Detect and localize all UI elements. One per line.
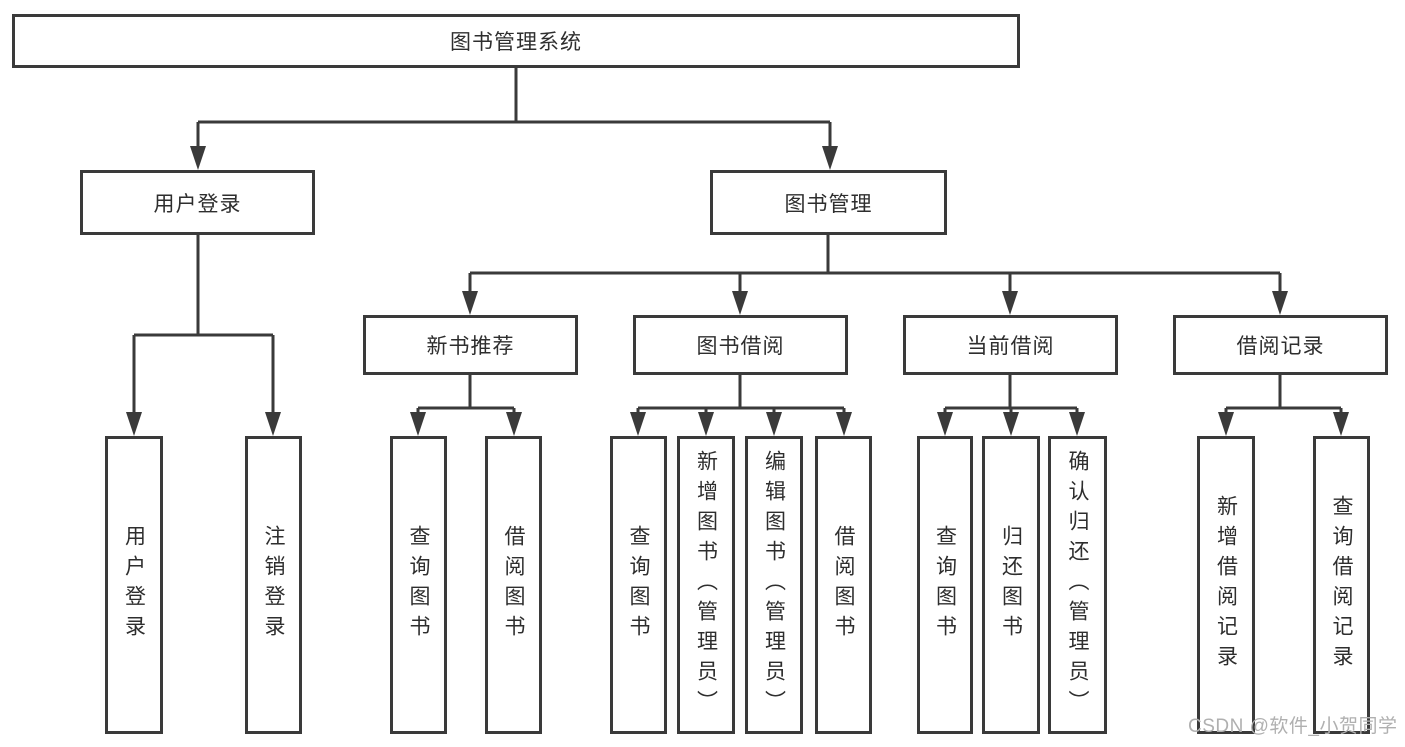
leaf-query-books-borrowing: 查询图书 xyxy=(610,436,667,734)
arrowhead xyxy=(836,412,852,436)
leaf-user-login: 用户登录 xyxy=(105,436,163,734)
arrowhead xyxy=(766,412,782,436)
node-borrowing-records: 借阅记录 xyxy=(1173,315,1388,375)
arrowhead xyxy=(698,412,714,436)
node-user-login: 用户登录 xyxy=(80,170,315,235)
leaf-add-borrow-record: 新增借阅记录 xyxy=(1197,436,1255,734)
arrowhead xyxy=(410,412,426,436)
arrowhead xyxy=(822,146,838,170)
arrowhead xyxy=(630,412,646,436)
leaf-query-borrow-record: 查询借阅记录 xyxy=(1313,436,1370,734)
arrowhead xyxy=(732,291,748,315)
arrowhead xyxy=(190,146,206,170)
arrowhead xyxy=(506,412,522,436)
leaf-confirm-return-admin: 确认归还（管理员） xyxy=(1048,436,1107,734)
leaf-query-books-current: 查询图书 xyxy=(917,436,973,734)
leaf-borrow-books-borrowing: 借阅图书 xyxy=(815,436,872,734)
arrowhead xyxy=(462,291,478,315)
leaf-query-books-recommend: 查询图书 xyxy=(390,436,447,734)
leaf-logout: 注销登录 xyxy=(245,436,302,734)
arrowhead xyxy=(1002,291,1018,315)
node-new-book-recommendation: 新书推荐 xyxy=(363,315,578,375)
leaf-add-books-admin: 新增图书（管理员） xyxy=(677,436,735,734)
node-library-management-system: 图书管理系统 xyxy=(12,14,1020,68)
arrowhead xyxy=(1069,412,1085,436)
node-book-borrowing: 图书借阅 xyxy=(633,315,848,375)
arrowhead xyxy=(1003,412,1019,436)
arrowhead xyxy=(265,412,281,436)
arrowhead xyxy=(1333,412,1349,436)
arrowhead xyxy=(126,412,142,436)
csdn-watermark: CSDN @软件_小贺同学 xyxy=(1188,716,1398,737)
node-current-borrowing: 当前借阅 xyxy=(903,315,1118,375)
leaf-edit-books-admin: 编辑图书（管理员） xyxy=(745,436,803,734)
arrowhead xyxy=(937,412,953,436)
arrowhead xyxy=(1272,291,1288,315)
leaf-return-books: 归还图书 xyxy=(982,436,1040,734)
node-book-management: 图书管理 xyxy=(710,170,947,235)
leaf-borrow-books-recommend: 借阅图书 xyxy=(485,436,542,734)
arrowhead xyxy=(1218,412,1234,436)
